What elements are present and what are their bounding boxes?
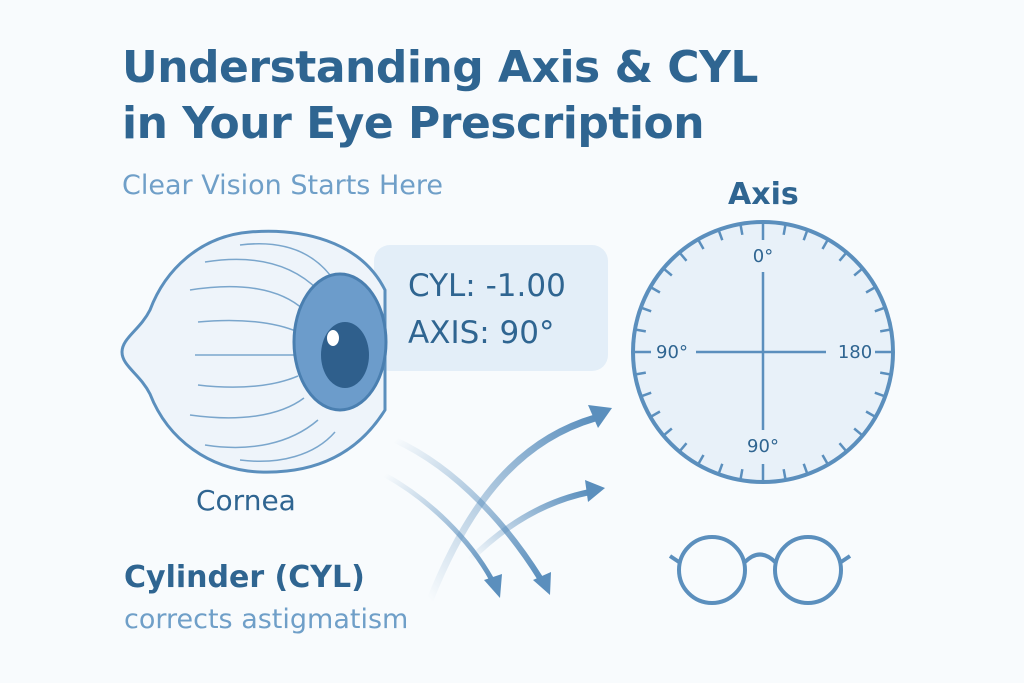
dial-tick [853, 427, 864, 437]
cornea-label: Cornea [196, 484, 296, 517]
dial-tick [678, 442, 688, 453]
dial-tick [662, 427, 673, 437]
dial-ticks [633, 222, 893, 482]
dial-tick [782, 468, 787, 481]
title-line-1: Understanding Axis & CYL [122, 42, 758, 93]
dial-tick [853, 267, 864, 277]
dial-tick [739, 468, 744, 481]
light-ray-arrows [382, 405, 612, 604]
dial-tick [696, 238, 705, 250]
axis-dial: 0° 90° 180 90° [631, 220, 895, 484]
subtitle: Clear Vision Starts Here [122, 170, 443, 201]
dial-tick [717, 229, 724, 241]
dial-tick [821, 454, 830, 466]
title-line-2: in Your Eye Prescription [122, 98, 705, 149]
dial-tick [717, 463, 724, 475]
cylinder-description: corrects astigmatism [124, 604, 409, 635]
dial-tick [821, 238, 830, 250]
cylinder-heading: Cylinder (CYL) [124, 560, 365, 595]
dial-tick [739, 223, 744, 236]
dial-tick [640, 391, 652, 398]
dial-tick [634, 328, 647, 333]
dial-tick [782, 223, 787, 236]
dial-tick [649, 410, 661, 419]
axis-value: AXIS: 90° [408, 315, 555, 351]
dial-tick [662, 267, 673, 277]
dial-tick [838, 442, 848, 453]
dial-tick [838, 251, 848, 262]
dial-tick [696, 454, 705, 466]
dial-tick [865, 285, 877, 294]
dial-label-right: 180 [838, 342, 872, 363]
dial-tick [640, 306, 652, 313]
dial-tick [879, 328, 892, 333]
dial-tick [678, 251, 688, 262]
cyl-value: CYL: -1.00 [408, 268, 566, 304]
dial-tick [874, 306, 886, 313]
dial-label-left: 90° [656, 342, 688, 363]
glasses-icon [668, 535, 852, 605]
dial-tick [865, 410, 877, 419]
eye-icon [120, 229, 388, 474]
dial-label-bottom: 90° [747, 436, 779, 457]
dial-tick [634, 371, 647, 376]
dial-tick [879, 371, 892, 376]
dial-tick [802, 229, 809, 241]
dial-tick [802, 463, 809, 475]
dial-tick [649, 285, 661, 294]
dial-tick [874, 391, 886, 398]
dial-label-top: 0° [753, 246, 773, 267]
axis-title: Axis [728, 177, 799, 212]
prescription-callout [374, 245, 608, 371]
